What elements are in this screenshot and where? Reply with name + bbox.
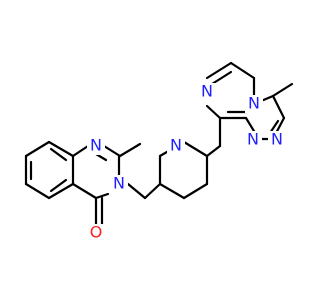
bond: [271, 82, 294, 98]
bond: [271, 94, 286, 120]
bond: [143, 182, 162, 200]
atom-label-background: [87, 224, 105, 242]
bond: [182, 182, 209, 200]
bond: [49, 147, 68, 162]
bond: [205, 104, 222, 120]
oxygen-atom-label: O: [90, 223, 103, 242]
bond: [205, 144, 222, 158]
bond: [71, 182, 98, 200]
atom-label-background: [268, 131, 286, 149]
bond: [118, 142, 142, 158]
chemical-structure-canvas: N N O N N N N N: [24, 61, 294, 242]
nitrogen-atom-label: N: [170, 136, 182, 155]
bond: [47, 182, 75, 200]
bond: [229, 61, 256, 80]
nitrogen-atom-label: N: [248, 94, 260, 113]
nitrogen-atom-label: N: [271, 130, 283, 149]
atom-labels: N N O N N N N N: [87, 82, 286, 242]
bond: [102, 144, 122, 158]
nitrogen-atom-label: N: [90, 136, 102, 155]
bond: [182, 140, 209, 158]
bond: [24, 140, 51, 158]
atom-label-background: [245, 95, 263, 113]
atom-label-background: [110, 175, 128, 193]
bond: [158, 182, 186, 200]
atom-label-background: [198, 83, 216, 101]
bond: [205, 61, 233, 80]
bond: [94, 192, 110, 200]
nitrogen-atom-label: N: [247, 130, 259, 149]
bond: [47, 140, 75, 158]
bond: [210, 70, 233, 86]
bond: [71, 144, 90, 158]
atom-label-background: [87, 137, 105, 155]
molecule-diagram: N N O N N N N N: [24, 61, 294, 242]
bond: [24, 182, 51, 200]
bond: [126, 182, 147, 200]
atom-label-background: [244, 131, 262, 149]
nitrogen-atom-label: N: [113, 174, 125, 193]
nitrogen-atom-label: N: [201, 82, 213, 101]
bond: [49, 178, 68, 193]
atom-label-background: [167, 137, 185, 155]
